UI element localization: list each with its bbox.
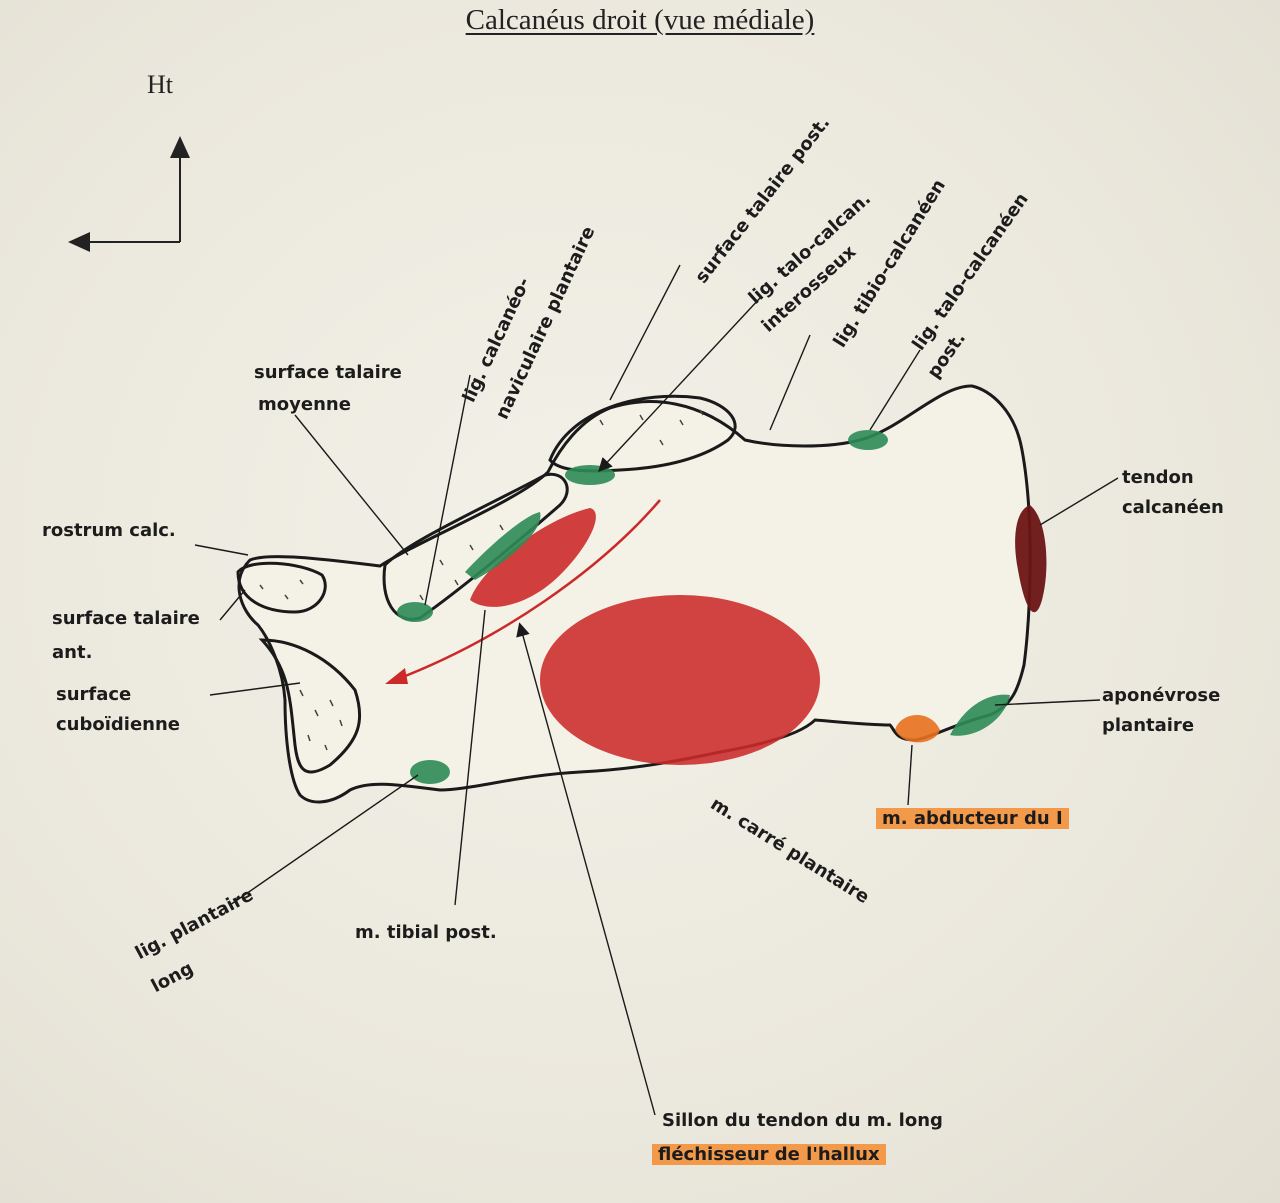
label-surface-talaire-ant-line2: ant. xyxy=(52,642,93,663)
m-tibial-post-insertion xyxy=(470,508,596,607)
tendon-calcaneen-insertion xyxy=(1015,505,1047,613)
label-surface-talaire-ant-line1: surface talaire xyxy=(52,608,200,629)
orientation-up-label: Ht xyxy=(147,70,173,99)
label-tendon-calcaneen-line2: calcanéen xyxy=(1122,497,1224,518)
m-carre-plantaire-insertion xyxy=(540,595,820,765)
label-rostrum: rostrum calc. xyxy=(42,520,176,541)
label-aponevrose-line2: plantaire xyxy=(1102,715,1195,736)
label-tendon-calcaneen-line1: tendon xyxy=(1122,467,1194,488)
label-aponevrose-line1: aponévrose xyxy=(1102,685,1221,706)
lig-plantaire-long-insertion xyxy=(410,760,450,784)
lig-calcaneo-naviculaire-insertion xyxy=(397,602,433,622)
m-abducteur-insertion xyxy=(895,714,940,743)
lig-talo-calcaneen-post-insertion xyxy=(848,430,888,450)
surface-talaire-ant xyxy=(236,561,327,614)
surface-texture xyxy=(259,409,704,751)
label-abducteur: m. abducteur du I xyxy=(876,808,1069,829)
label-surface-cuboidienne-line2: cuboïdienne xyxy=(56,714,181,735)
surface-cuboidienne xyxy=(258,638,362,774)
diagram-title: Calcanéus droit (vue médiale) xyxy=(465,4,815,36)
orientation-axes xyxy=(68,136,190,252)
anterior-arrow-icon xyxy=(68,232,90,252)
lig-talo-calcan-interosseux-insertion xyxy=(565,465,615,485)
label-surface-cuboidienne-line1: surface xyxy=(56,684,132,705)
label-tibial-post: m. tibial post. xyxy=(355,922,497,943)
up-arrow-icon xyxy=(170,136,190,158)
leader-lines xyxy=(194,264,1119,1116)
label-surface-talaire-moyenne-line2: moyenne xyxy=(258,394,351,415)
sillon-arrowhead-icon xyxy=(385,668,408,684)
label-surface-talaire-moyenne-line1: surface talaire xyxy=(254,362,402,383)
label-sillon-line1: Sillon du tendon du m. long xyxy=(662,1110,943,1131)
label-sillon-line2: fléchisseur de l'hallux xyxy=(652,1144,886,1165)
sillon-arrow xyxy=(394,499,661,682)
lig-tibial-area xyxy=(465,512,541,580)
